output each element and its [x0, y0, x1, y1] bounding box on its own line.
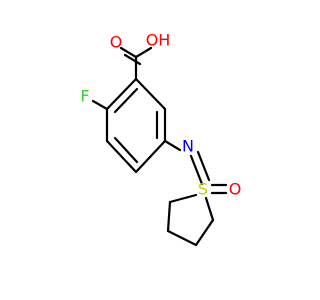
- bond-thiolane-5: [204, 196, 215, 222]
- bond-ring-4: [134, 139, 167, 174]
- bond-thiolane-3: [166, 229, 198, 247]
- atom-nitrogen-label: N: [182, 137, 194, 156]
- molecule-structure: OH O F N S O: [80, 31, 242, 247]
- bond-carbonyl-1: [119, 46, 138, 59]
- bond-c-oh: [134, 46, 153, 59]
- bond-ring-inner-1: [113, 87, 139, 114]
- bond-ring-1: [105, 77, 138, 111]
- atom-carbonyl-o-label: O: [110, 33, 123, 52]
- bond-thiolane-4: [194, 218, 215, 247]
- atom-sulfoxide-o-label: O: [229, 180, 242, 199]
- atom-oh-label: OH: [146, 31, 171, 50]
- bond-ring-6: [134, 77, 167, 111]
- atom-fluorine-label: F: [80, 87, 89, 106]
- bond-ring-inner-2: [113, 136, 139, 164]
- bond-carbonyl-2: [123, 53, 142, 66]
- bond-c-f: [91, 99, 109, 111]
- structure-canvas: OH O F N S O: [80, 30, 242, 247]
- bond-n-s-1: [196, 150, 211, 182]
- atom-sulfur-label: S: [198, 180, 208, 199]
- bond-thiolane-1: [168, 193, 198, 204]
- bond-thiolane-2: [166, 200, 172, 233]
- bond-n-s-2: [189, 154, 204, 186]
- bond-ring-3: [105, 139, 138, 174]
- bond-c-n: [163, 139, 182, 152]
